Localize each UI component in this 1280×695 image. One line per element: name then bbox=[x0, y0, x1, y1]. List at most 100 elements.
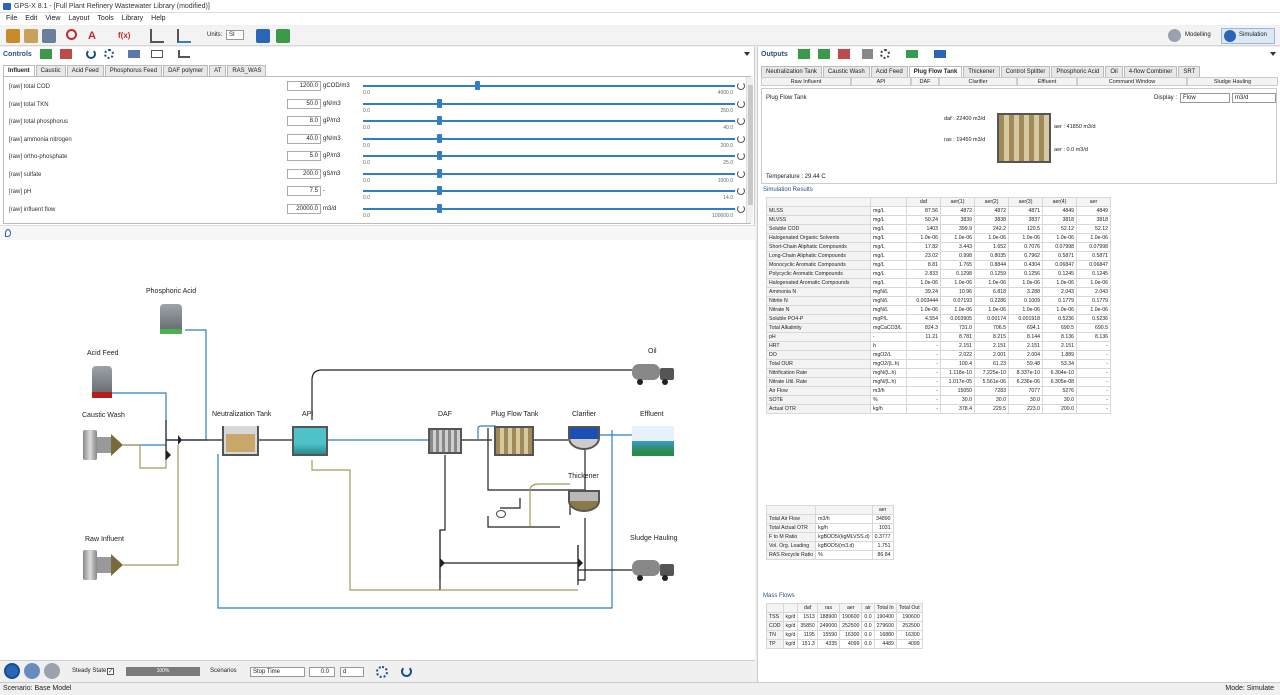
output-tab[interactable]: API bbox=[851, 77, 911, 86]
output-tab[interactable]: Caustic Wash bbox=[822, 66, 870, 77]
new-output-icon[interactable] bbox=[818, 49, 830, 59]
tab-influent[interactable]: Influent bbox=[3, 65, 35, 76]
tab-caustic[interactable]: Caustic bbox=[35, 65, 66, 76]
font-icon[interactable]: A bbox=[88, 30, 96, 42]
control-slider-thumb[interactable] bbox=[437, 116, 443, 125]
reset-icon[interactable] bbox=[737, 134, 745, 143]
open-file-icon[interactable] bbox=[24, 29, 38, 43]
stop-time-select[interactable]: Stop Time bbox=[250, 667, 305, 677]
control-slider-thumb[interactable] bbox=[474, 81, 480, 90]
menu-view[interactable]: View bbox=[45, 15, 61, 22]
stop-button[interactable] bbox=[44, 663, 60, 679]
output-tab[interactable]: Oil bbox=[1105, 66, 1123, 77]
menu-layout[interactable]: Layout bbox=[68, 15, 90, 22]
display-unit-select[interactable]: m3/d bbox=[1232, 93, 1276, 103]
control-value-input[interactable]: 20000.0 bbox=[287, 203, 321, 214]
output-tab[interactable]: DAF bbox=[911, 77, 939, 86]
control-slider[interactable] bbox=[363, 85, 735, 87]
oil-truck[interactable] bbox=[632, 362, 674, 386]
control-slider[interactable] bbox=[363, 172, 735, 175]
raw-influent-inlet[interactable] bbox=[83, 550, 123, 580]
phosphoric-acid-tank[interactable] bbox=[160, 304, 182, 334]
tab-at[interactable]: AT bbox=[209, 65, 227, 76]
reset-icon[interactable] bbox=[737, 204, 745, 213]
control-value-input[interactable]: 50.0 bbox=[287, 98, 321, 109]
add-output-icon[interactable] bbox=[798, 49, 810, 59]
output-tab[interactable]: 4-flow Combiner bbox=[1123, 66, 1178, 77]
steady-state-checkbox[interactable]: ✓ bbox=[107, 668, 114, 675]
add-control-icon[interactable] bbox=[40, 49, 52, 59]
output-tab[interactable]: Raw Influent bbox=[761, 77, 851, 86]
tab-ras-was[interactable]: RAS_WAS bbox=[227, 65, 267, 76]
open-folder-icon[interactable] bbox=[6, 29, 20, 43]
save-icon[interactable] bbox=[42, 29, 56, 43]
notebook-icon[interactable] bbox=[256, 29, 270, 43]
plug-flow-tank-unit[interactable] bbox=[494, 426, 534, 456]
clarifier-unit[interactable] bbox=[568, 426, 600, 450]
chart-options-icon[interactable] bbox=[177, 29, 191, 43]
output-tab[interactable]: Plug Flow Tank bbox=[908, 66, 963, 77]
control-slider-thumb[interactable] bbox=[437, 203, 443, 213]
reset-simulation-icon[interactable] bbox=[401, 666, 412, 677]
output-tab[interactable]: Clarifier bbox=[939, 77, 1017, 86]
stop-time-unit-select[interactable]: d bbox=[340, 667, 364, 677]
remove-control-icon[interactable] bbox=[60, 49, 72, 59]
output-tab[interactable]: Control Splitter bbox=[1000, 66, 1051, 77]
scenarios-dropdown[interactable]: Scenarios bbox=[210, 668, 237, 674]
reset-icon[interactable] bbox=[737, 187, 745, 195]
ras-pump-icon[interactable] bbox=[496, 510, 506, 518]
control-slider[interactable] bbox=[363, 155, 735, 157]
reset-icon[interactable] bbox=[737, 152, 745, 160]
reset-icon[interactable] bbox=[737, 169, 745, 178]
caustic-wash-inlet[interactable] bbox=[83, 430, 123, 460]
control-slider[interactable] bbox=[363, 120, 735, 122]
control-slider-thumb[interactable] bbox=[437, 186, 443, 195]
pin-icon[interactable] bbox=[5, 229, 11, 237]
menu-help[interactable]: Help bbox=[151, 15, 166, 22]
reset-icon[interactable] bbox=[737, 117, 745, 125]
tab-acid-feed[interactable]: Acid Feed bbox=[66, 65, 104, 76]
thickener-unit[interactable] bbox=[568, 490, 600, 512]
control-slider[interactable] bbox=[363, 102, 735, 105]
step-button[interactable] bbox=[24, 663, 40, 679]
find-icon[interactable] bbox=[66, 29, 77, 40]
reset-icon[interactable] bbox=[737, 99, 745, 108]
chart-icon[interactable] bbox=[150, 29, 164, 43]
plot-icon[interactable] bbox=[178, 50, 190, 58]
tab-daf-polymer[interactable]: DAF polymer bbox=[163, 65, 209, 76]
output-tab[interactable]: Acid Feed bbox=[870, 66, 908, 77]
run-button[interactable] bbox=[4, 663, 20, 679]
controls-scroll-thumb[interactable] bbox=[748, 85, 753, 205]
reset-icon[interactable] bbox=[737, 82, 745, 90]
table-icon[interactable] bbox=[862, 49, 873, 59]
export-output-icon[interactable] bbox=[906, 50, 918, 58]
controls-scrollbar[interactable] bbox=[746, 77, 753, 223]
output-tab[interactable]: Sludge Hauling bbox=[1187, 77, 1278, 86]
control-slider-thumb[interactable] bbox=[437, 98, 443, 108]
effluent-outlet[interactable] bbox=[632, 426, 674, 456]
control-value-input[interactable]: 8.0 bbox=[287, 116, 321, 126]
outputs-menu-icon[interactable] bbox=[1270, 52, 1276, 56]
menu-library[interactable]: Library bbox=[121, 15, 144, 22]
menu-file[interactable]: File bbox=[6, 15, 18, 22]
output-tab[interactable]: SRT bbox=[1178, 66, 1201, 77]
units-select[interactable]: SI bbox=[226, 30, 244, 40]
remove-output-icon[interactable] bbox=[838, 49, 850, 59]
output-tab[interactable]: Effluent bbox=[1017, 77, 1077, 86]
control-value-input[interactable]: 200.0 bbox=[287, 168, 321, 179]
api-unit[interactable] bbox=[292, 426, 328, 456]
control-slider-thumb[interactable] bbox=[437, 151, 443, 160]
output-tab[interactable]: Phosphoric Acid bbox=[1051, 66, 1105, 77]
reset-all-icon[interactable] bbox=[86, 49, 96, 59]
control-slider-thumb[interactable] bbox=[437, 133, 443, 143]
stop-time-input[interactable]: 0.0 bbox=[309, 667, 335, 677]
control-value-input[interactable]: 5.0 bbox=[287, 151, 321, 161]
link-icon[interactable] bbox=[128, 50, 140, 58]
link-output-icon[interactable] bbox=[934, 50, 946, 58]
export-icon[interactable] bbox=[276, 29, 290, 43]
simulation-mode-button[interactable]: Simulation bbox=[1221, 28, 1275, 44]
control-value-input[interactable]: 7.5 bbox=[287, 186, 321, 196]
output-tab[interactable]: Thickener bbox=[963, 66, 1000, 77]
menu-edit[interactable]: Edit bbox=[25, 15, 38, 22]
control-slider[interactable] bbox=[363, 190, 735, 192]
